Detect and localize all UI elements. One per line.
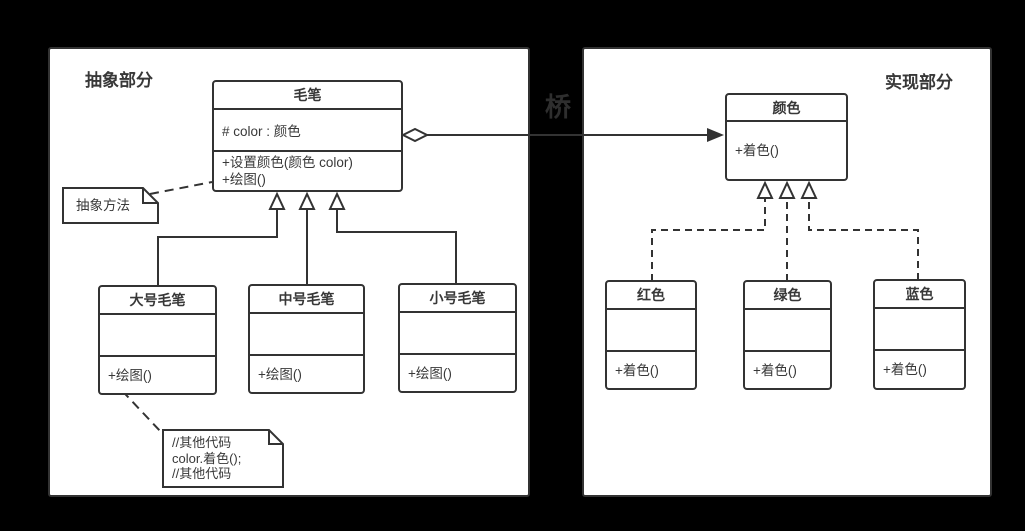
method: +绘图() [222,172,266,187]
class-color: 颜色 +着色() [725,93,848,181]
class-methods: +设置颜色(颜色 color) +绘图() [214,152,401,190]
class-name: 大号毛笔 [100,287,215,315]
method: +着色() [735,143,779,158]
class-attributes [607,310,695,352]
class-medium-brush: 中号毛笔 +绘图() [248,284,365,394]
class-name: 毛笔 [214,82,401,110]
class-brush: 毛笔 # color : 颜色 +设置颜色(颜色 color) +绘图() [212,80,403,192]
code-note-line: color.着色(); [172,450,242,466]
class-blue: 蓝色 +着色() [873,279,966,390]
class-attributes [745,310,830,352]
class-name: 红色 [607,282,695,310]
class-attributes: # color : 颜色 [214,110,401,152]
class-attributes [875,309,964,351]
class-attributes [100,315,215,357]
class-attributes [250,314,363,356]
class-methods: +绘图() [400,355,515,391]
class-methods: +绘图() [250,356,363,392]
method: +绘图() [108,367,152,383]
code-note-line: //其他代码 [172,466,232,481]
abstract-method-note: 抽象方法 [76,198,130,213]
class-name: 颜色 [727,95,846,122]
bridge-label: 桥 [544,92,571,122]
class-name: 中号毛笔 [250,286,363,314]
code-note-line: //其他代码 [172,435,232,450]
class-name: 蓝色 [875,281,964,309]
class-name: 绿色 [745,282,830,310]
class-name: 小号毛笔 [400,285,515,313]
class-red: 红色 +着色() [605,280,697,390]
class-methods: +绘图() [100,357,215,393]
class-methods: +着色() [727,122,846,179]
class-attributes [400,313,515,355]
attribute: # color : 颜色 [222,124,301,139]
method: +着色() [753,362,797,378]
class-methods: +着色() [875,351,964,388]
method: +着色() [883,362,927,377]
class-large-brush: 大号毛笔 +绘图() [98,285,217,395]
method: +绘图() [258,366,302,382]
abstraction-panel-title: 抽象部分 [85,71,153,90]
method: +绘图() [408,365,452,381]
method: +着色() [615,362,659,378]
method: +设置颜色(颜色 color) [222,155,353,170]
class-small-brush: 小号毛笔 +绘图() [398,283,517,393]
class-green: 绿色 +着色() [743,280,832,390]
class-methods: +着色() [607,352,695,388]
class-methods: +着色() [745,352,830,388]
code-note: //其他代码 color.着色(); //其他代码 [172,435,241,482]
implementation-panel-title: 实现部分 [885,73,953,92]
